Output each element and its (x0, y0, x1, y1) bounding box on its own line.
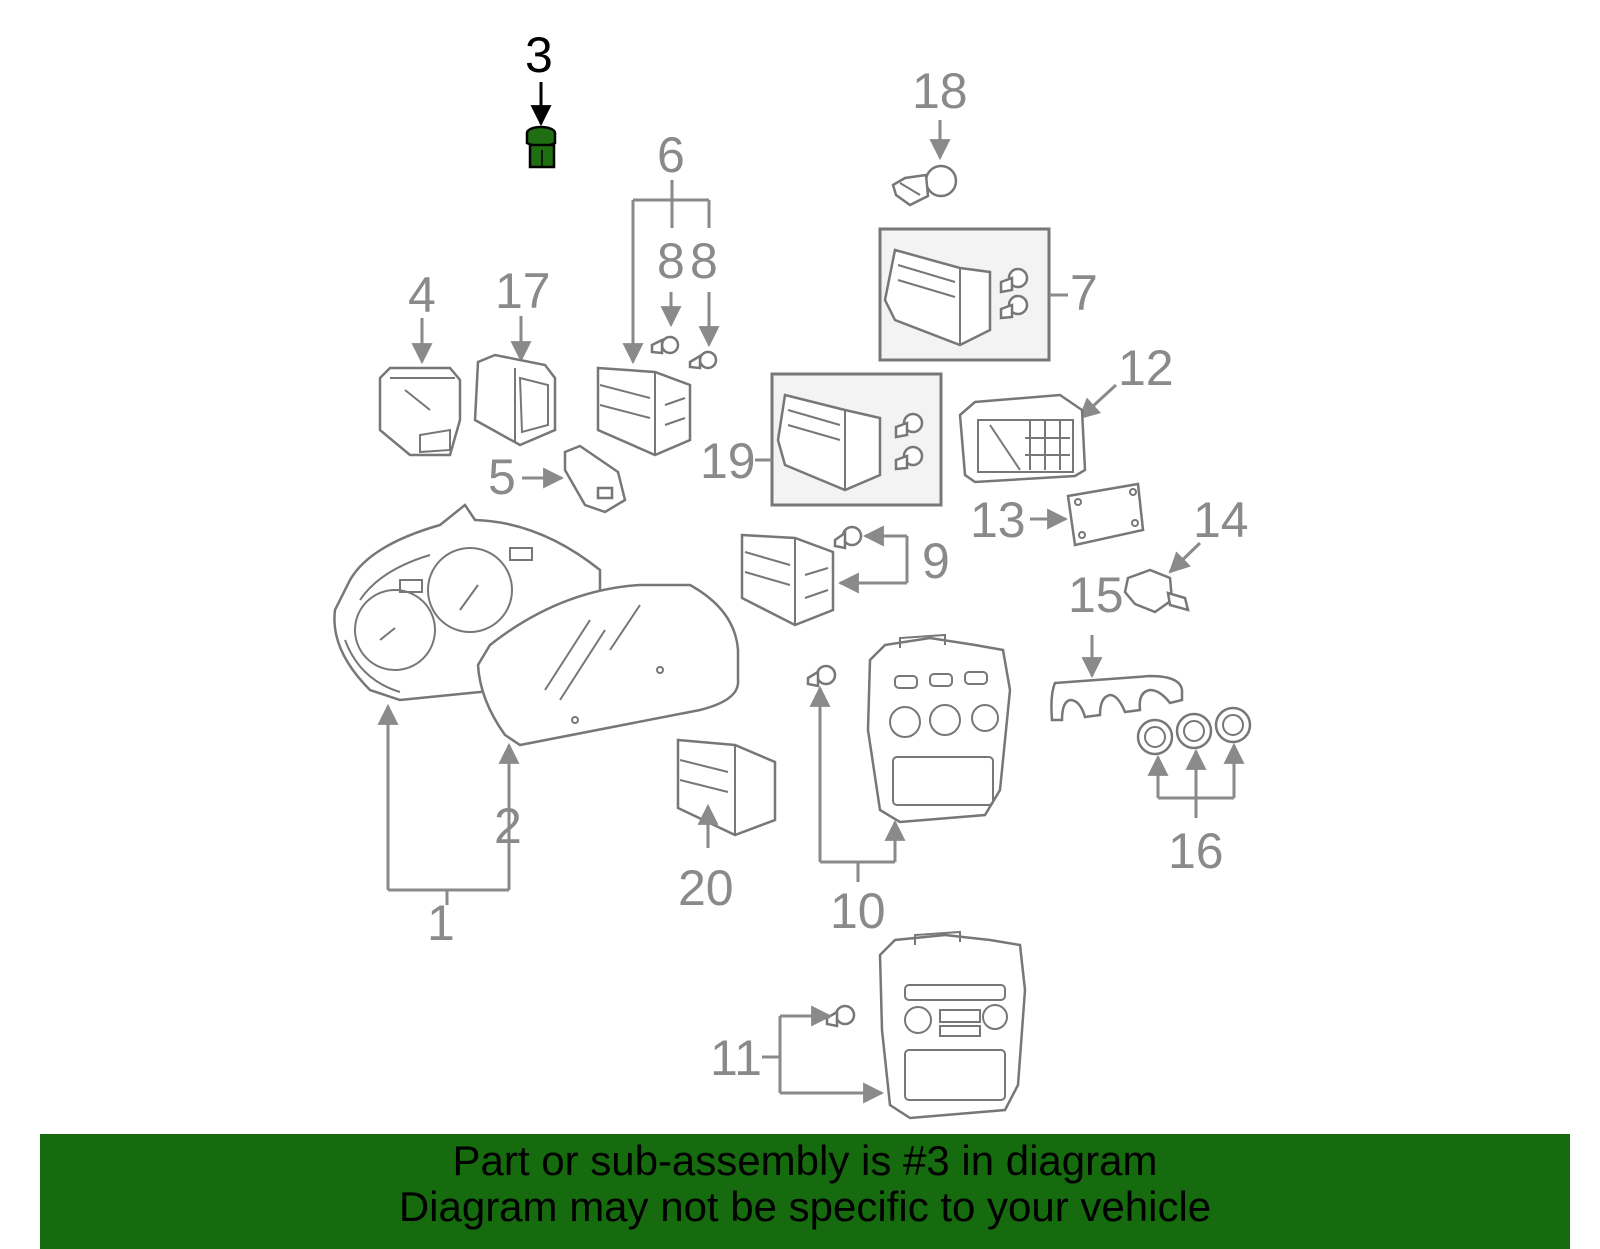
part-18-bulb: 18 (891, 63, 968, 207)
part-19-switch-assembly: 19 (700, 372, 943, 507)
label-9: 9 (922, 533, 950, 589)
banner-line-1: Part or sub-assembly is #3 in diagram (452, 1137, 1158, 1184)
label-4: 4 (408, 267, 436, 323)
label-19: 19 (700, 433, 756, 489)
label-16: 16 (1168, 823, 1224, 879)
label-12: 12 (1118, 340, 1174, 396)
part-9-switch: 9 (740, 525, 950, 627)
part-16-knobs: 16 (1136, 706, 1252, 879)
info-banner: Part or sub-assembly is #3 in diagram Di… (40, 1134, 1570, 1249)
part-3-bulb-highlighted[interactable]: 3 (525, 27, 557, 169)
part-17-switch: 17 (473, 263, 557, 447)
part-7-switch-assembly: 7 (878, 227, 1098, 362)
part-5-switch: 5 (488, 444, 627, 514)
part-14-sensor: 14 (1123, 492, 1249, 614)
part-11-control-panel: 11 (710, 930, 1027, 1120)
label-5: 5 (488, 449, 516, 505)
label-1: 1 (427, 895, 455, 951)
part-20-switch: 20 (676, 738, 777, 916)
label-13: 13 (970, 492, 1026, 548)
part-10-control-panel: 10 (806, 633, 1012, 939)
part-2-cluster-lens: 2 (476, 583, 740, 890)
label-7: 7 (1070, 265, 1098, 321)
label-2: 2 (494, 798, 522, 854)
part-6-switch: 6 8 8 (596, 127, 720, 457)
label-11: 11 (710, 1030, 762, 1086)
label-17: 17 (495, 263, 551, 319)
part-4-switch: 4 (378, 267, 462, 457)
part-12-bezel: 12 (958, 340, 1174, 484)
label-3: 3 (525, 27, 553, 83)
banner-line-2: Diagram may not be specific to your vehi… (398, 1183, 1212, 1230)
label-8b: 8 (690, 233, 718, 289)
label-14: 14 (1193, 492, 1249, 548)
label-10: 10 (830, 883, 886, 939)
label-18: 18 (912, 63, 968, 119)
label-20: 20 (678, 860, 734, 916)
label-15: 15 (1068, 567, 1124, 623)
label-8a: 8 (657, 233, 685, 289)
part-15-trim: 15 (1050, 567, 1184, 722)
label-6: 6 (657, 127, 685, 183)
part-13-panel: 13 (970, 482, 1145, 548)
